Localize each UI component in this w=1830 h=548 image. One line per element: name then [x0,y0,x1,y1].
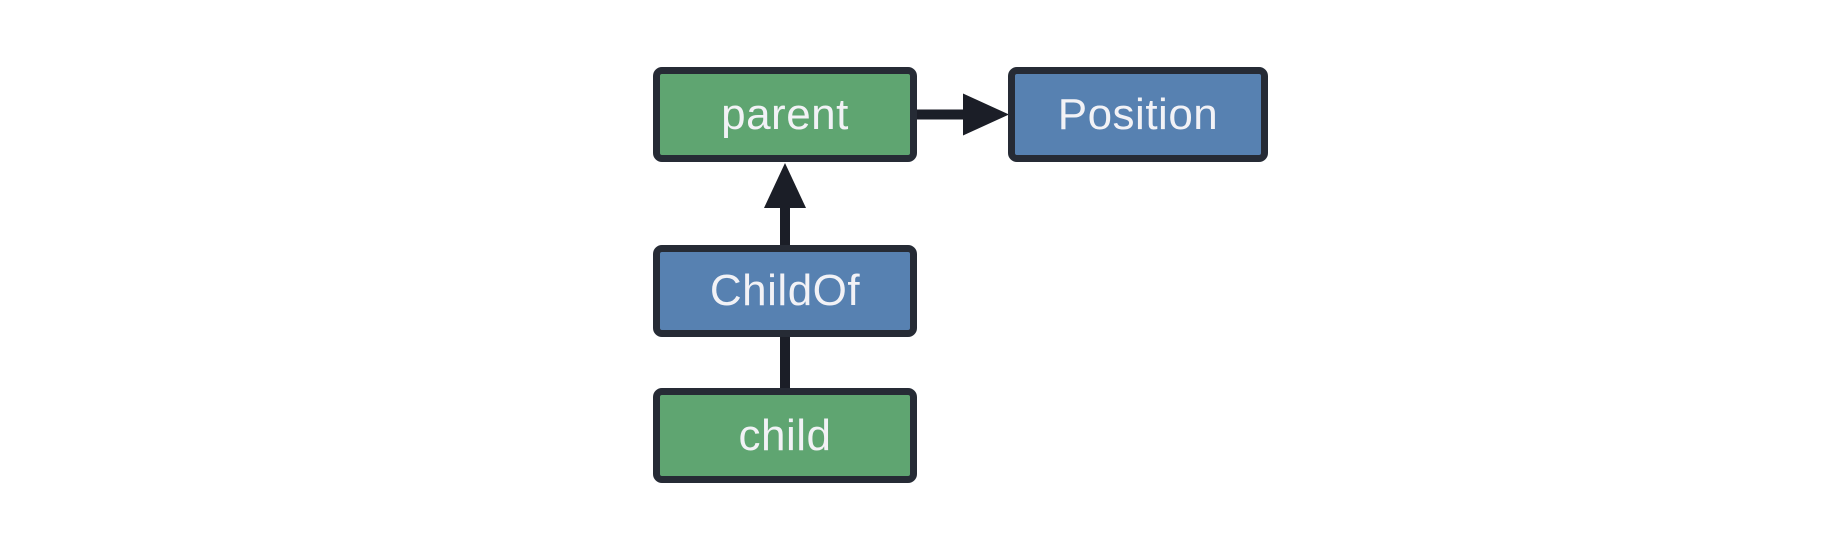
node-child: child [653,388,917,483]
node-childof: ChildOf [653,245,917,337]
edge-parent-to-position-arrow [917,93,1009,136]
arrowhead-right-icon [963,93,1009,136]
edge-childof-to-parent-arrow [764,163,806,246]
node-parent-label: parent [721,89,849,139]
node-childof-label: ChildOf [709,266,861,315]
arrowhead-up-icon [764,163,806,208]
node-child-label: child [738,410,832,460]
node-position: Position [1008,67,1268,162]
node-position-label: Position [1057,89,1219,139]
node-parent: parent [653,67,917,162]
